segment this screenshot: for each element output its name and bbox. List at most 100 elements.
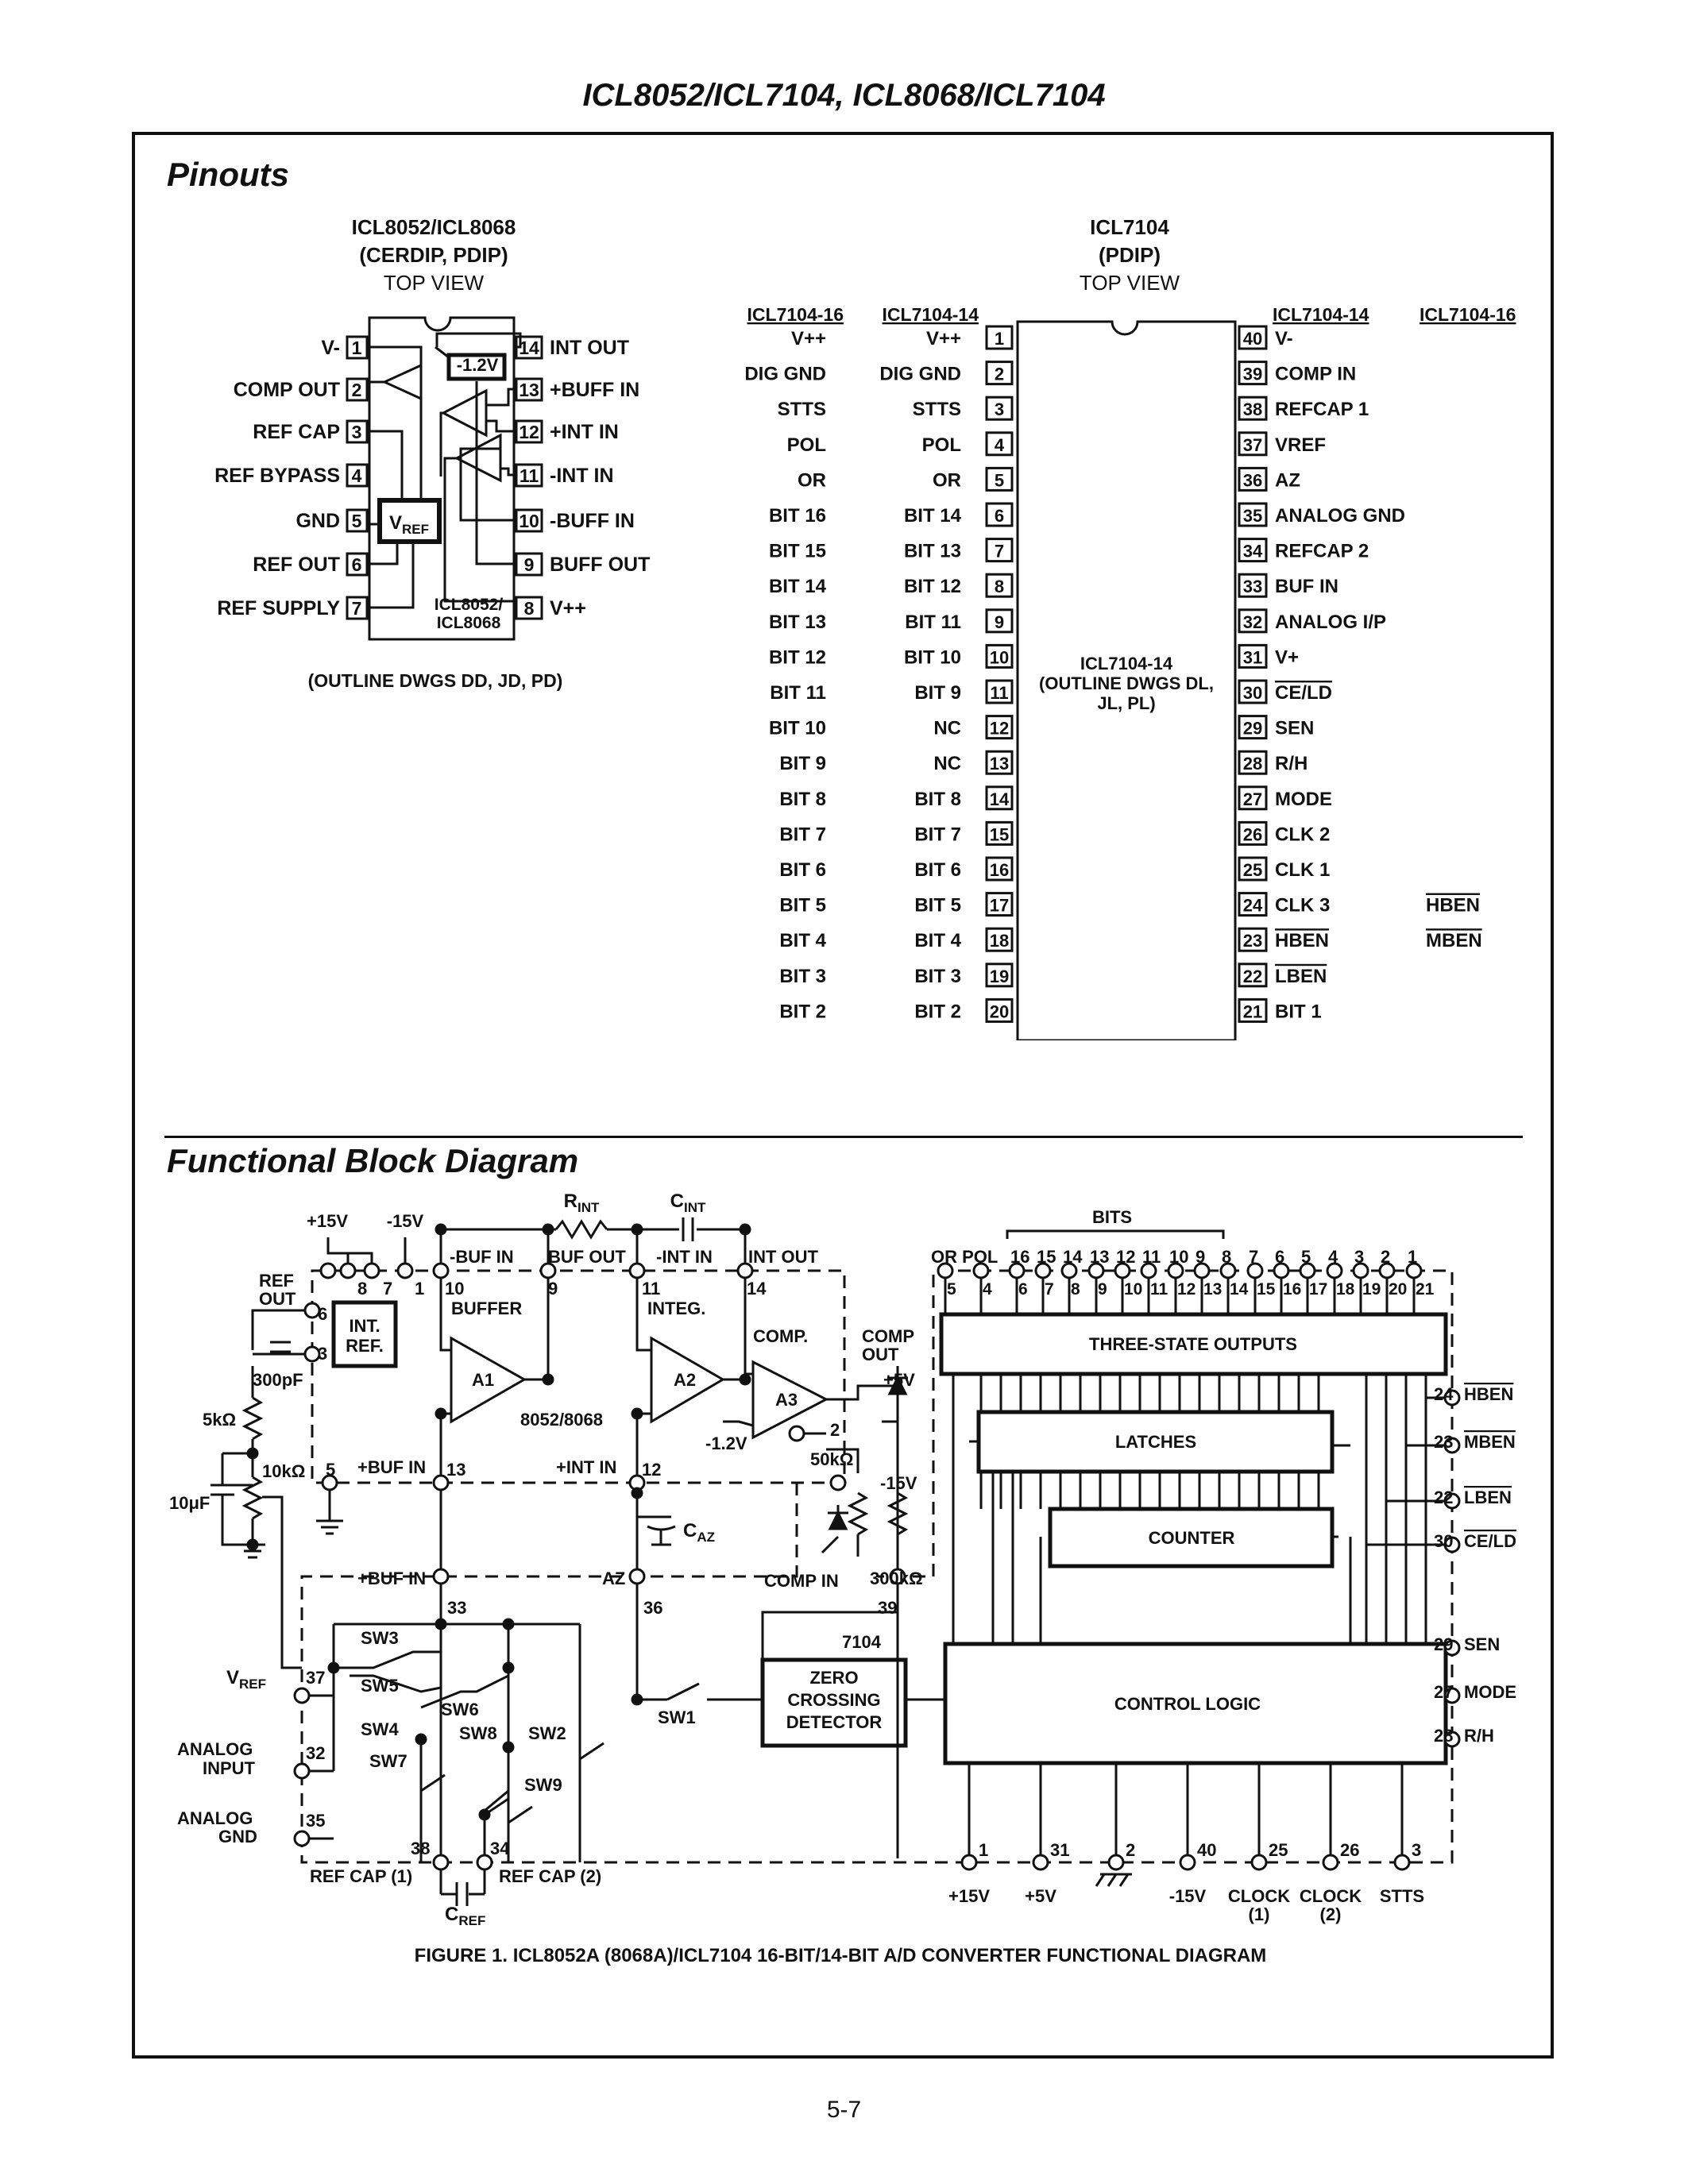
- pin-terminal: [1352, 1262, 1369, 1279]
- bit-number: 4: [1328, 1247, 1338, 1267]
- sw5-label: SW5: [361, 1676, 399, 1696]
- pin-terminal: [321, 1474, 338, 1491]
- pin-terminal: [937, 1262, 954, 1279]
- int-out-label: INT OUT: [748, 1247, 819, 1267]
- pin-label: INT OUT: [550, 337, 629, 359]
- figure-caption: FIGURE 1. ICL8052A (8068A)/ICL7104 16-BI…: [415, 1945, 1267, 1966]
- pin-number: 37: [306, 1668, 325, 1688]
- r300k-label: 300kΩ: [870, 1569, 923, 1588]
- pin-box: [985, 750, 1014, 775]
- pin-label-16: BIT 13: [769, 612, 826, 633]
- fbd-lines: [211, 1217, 1454, 1906]
- pin-number: 13: [519, 380, 539, 400]
- pin-label-14: V+: [1275, 646, 1299, 668]
- bit-number: 9: [1196, 1247, 1205, 1267]
- pin-number: 20: [990, 1001, 1009, 1021]
- pin-terminal: [1034, 1262, 1052, 1279]
- pin-label-14: ANALOG GND: [1275, 505, 1405, 527]
- pin-label: GND: [295, 510, 340, 532]
- pin-terminal: [1008, 1262, 1026, 1279]
- pin-terminal: [1032, 1854, 1049, 1871]
- control-logic-box: [943, 1642, 1448, 1765]
- pin-label-14: BIT 13: [904, 541, 961, 562]
- pin-box: [1238, 325, 1268, 350]
- pin-number: 28: [1243, 754, 1262, 774]
- pin-label-14: BIT 14: [904, 505, 962, 527]
- pin-label-16: BIT 4: [779, 930, 826, 951]
- junction-dot: [631, 1407, 643, 1420]
- pin-number: 34: [490, 1839, 510, 1858]
- chip7104-label: 7104: [842, 1632, 882, 1652]
- analog-input-label-2: INPUT: [203, 1758, 256, 1778]
- pin-label-14: REFCAP 2: [1275, 541, 1369, 562]
- pin-number: 1: [352, 338, 362, 358]
- pin-number: 13: [446, 1460, 465, 1480]
- pin-label-16: HBEN: [1426, 895, 1480, 916]
- pin-box: [1238, 820, 1268, 846]
- pin-box: [985, 466, 1014, 492]
- analog-input-label-1: ANALOG: [177, 1739, 253, 1759]
- pin-label: STTS: [1380, 1886, 1424, 1906]
- pin-box: [985, 927, 1014, 952]
- a1-label: A1: [472, 1370, 494, 1390]
- sw1-label: SW1: [658, 1707, 696, 1727]
- pin-number: 37: [1243, 435, 1262, 455]
- pin-number: 5: [995, 470, 1004, 490]
- pin-box: [346, 508, 369, 533]
- pin-terminal: [1114, 1262, 1131, 1279]
- pin-number: 9: [1098, 1280, 1107, 1298]
- comp-opamp-symbol: [381, 363, 423, 401]
- pin-terminal: [1246, 1262, 1264, 1279]
- page-number: 5-7: [826, 2097, 862, 2123]
- pin-terminal: [1179, 1854, 1196, 1871]
- pin-number: 21: [1243, 1001, 1262, 1021]
- pin-number: 6: [352, 554, 362, 575]
- pin-number: 4: [352, 465, 362, 486]
- pin-label-16: BIT 8: [779, 789, 826, 810]
- vref-box: [377, 498, 442, 544]
- pin-terminal: [1299, 1262, 1316, 1279]
- pin-label-16: BIT 9: [779, 753, 826, 774]
- pin-terminal: [1443, 1437, 1461, 1454]
- r300k-resistor: [886, 1491, 909, 1536]
- pin-box: [985, 643, 1014, 669]
- pin-box: [346, 377, 369, 402]
- pin-box: [1238, 785, 1268, 811]
- pin-label-14: V++: [926, 328, 961, 349]
- pin-terminal: [432, 1568, 450, 1585]
- sw6-label: SW6: [441, 1700, 479, 1719]
- pin-label-14: AZ: [1275, 469, 1300, 491]
- pin-terminal: [1193, 1262, 1211, 1279]
- pin-number: 25: [1243, 860, 1262, 880]
- pin-number: 8: [1071, 1280, 1080, 1298]
- zcd-box: [760, 1657, 908, 1748]
- left-chip-heading-1: ICL8052/ICL8068: [352, 215, 516, 239]
- pin-number: 11: [642, 1279, 660, 1298]
- pin-terminal: [1219, 1262, 1237, 1279]
- pin-label-14: DIG GND: [879, 364, 961, 385]
- pin-number: 39: [1243, 365, 1262, 384]
- pin-label-16: BIT 2: [779, 1001, 826, 1022]
- pin-terminal: [396, 1262, 414, 1279]
- fbd-title: Functional Block Diagram: [167, 1142, 579, 1179]
- pin-number: 17: [990, 896, 1009, 916]
- pbuf-in2-label: +BUF IN: [357, 1569, 426, 1588]
- pin-terminal: [1250, 1854, 1268, 1871]
- pin-label-16: BIT 12: [769, 646, 826, 668]
- cref-label: CREF: [445, 1904, 485, 1928]
- pin-terminal: [1060, 1262, 1078, 1279]
- left-chip-heading: ICL8052/ICL8068 (CERDIP, PDIP) TOP VIEW: [352, 215, 516, 295]
- pin-label-14: BIT 12: [904, 576, 961, 597]
- junction-dot: [415, 1733, 427, 1746]
- pin-label-16: BIT 7: [779, 824, 826, 845]
- pin-label: SEN: [1464, 1634, 1500, 1654]
- pin-number: 9: [524, 554, 535, 575]
- right-chip-body: [1016, 320, 1237, 1040]
- pin-label-14: BIT 11: [905, 612, 961, 633]
- pin-label: REF SUPPLY: [217, 597, 340, 619]
- junction-dot: [631, 1693, 643, 1706]
- pin-label-14: BIT 7: [914, 824, 961, 845]
- pin-terminal: [432, 1262, 450, 1279]
- cint-label: CINT: [670, 1190, 706, 1215]
- pin-terminal: [628, 1262, 646, 1279]
